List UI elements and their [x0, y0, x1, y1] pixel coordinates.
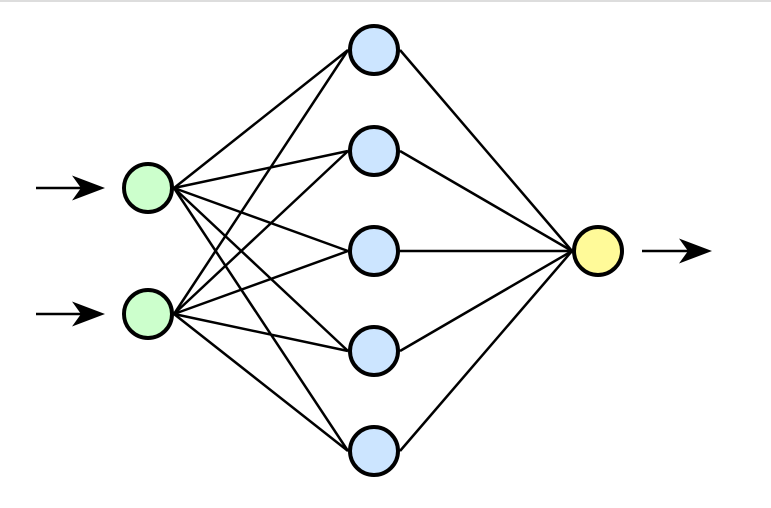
hidden-node-h2 — [348, 125, 400, 177]
input-node-i1 — [122, 162, 174, 214]
edge-i2-h2 — [173, 150, 349, 315]
edge-i1-h4 — [173, 187, 349, 352]
top-border-line — [0, 0, 771, 2]
hidden-node-h5 — [348, 425, 400, 477]
edge-i1-h1 — [173, 49, 349, 189]
edge-h4-o1 — [399, 249, 573, 353]
output-arrow-head — [679, 238, 712, 264]
hidden-node-h3 — [348, 225, 400, 277]
edge-h1-o1 — [399, 49, 573, 252]
edge-i1-h3 — [173, 186, 349, 253]
edge-h2-o1 — [399, 149, 573, 253]
edge-h5-o1 — [399, 250, 573, 452]
edge-i2-h4 — [173, 312, 349, 353]
edge-i1-h2 — [173, 149, 349, 190]
edge-i2-h3 — [173, 249, 349, 316]
output-node-o1 — [572, 225, 624, 277]
input-arrow-1-head — [72, 175, 105, 201]
edge-i2-h1 — [172, 49, 350, 315]
edge-i1-h5 — [172, 187, 350, 452]
input-arrow-2-head — [72, 301, 105, 327]
edge-i2-h5 — [173, 313, 349, 452]
hidden-node-h1 — [348, 24, 400, 76]
input-node-i2 — [122, 288, 174, 340]
hidden-node-h4 — [348, 325, 400, 377]
